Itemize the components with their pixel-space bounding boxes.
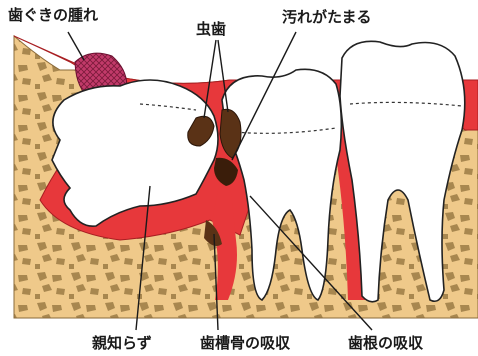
leader-gum-swelling [68, 32, 84, 60]
label-cavity: 虫歯 [196, 20, 226, 38]
label-root-resorption: 歯根の吸収 [348, 334, 424, 352]
label-dirt-accumulates: 汚れがたまる [282, 8, 372, 26]
label-gum-swelling: 歯ぐきの腫れ [8, 6, 98, 24]
label-alveolar-bone-resorption: 歯槽骨の吸収 [200, 334, 291, 352]
label-wisdom-tooth: 親知らず [92, 334, 152, 352]
